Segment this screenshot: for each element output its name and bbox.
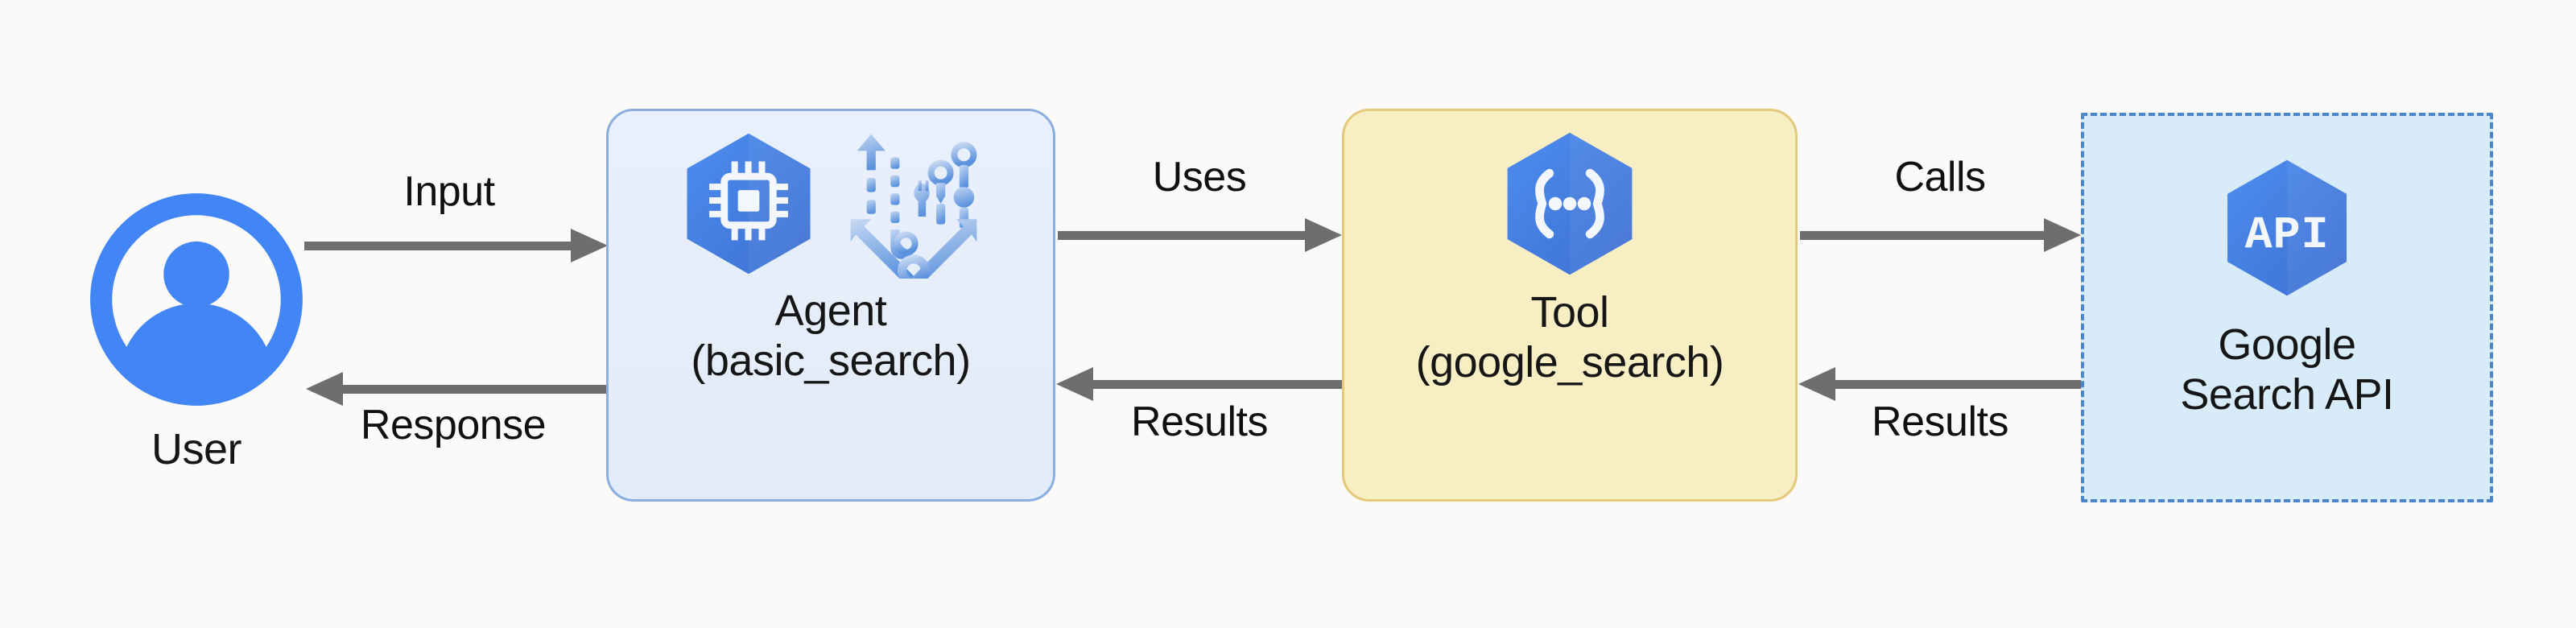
edge-shaft <box>1093 380 1342 389</box>
arrowhead-right-icon <box>1305 218 1342 252</box>
tool-icon-row <box>1497 129 1642 282</box>
api-hexagon-icon: API <box>2218 155 2356 304</box>
edge-shaft <box>304 242 571 250</box>
edge-label-calls: Calls <box>1894 154 1986 200</box>
node-agent[interactable]: Agent (basic_search) <box>606 109 1055 502</box>
arrowhead-right-icon <box>2044 218 2081 252</box>
edge-shaft <box>1800 231 2044 240</box>
arrowhead-left-icon <box>306 372 343 406</box>
edge-shaft <box>1058 231 1305 240</box>
api-icon-row: API <box>2218 153 2356 306</box>
edge-label-input: Input <box>403 168 495 215</box>
code-brackets-hexagon-icon <box>1497 128 1642 283</box>
edge-label-results-api: Results <box>1872 399 2008 445</box>
edge-label-uses: Uses <box>1152 154 1247 200</box>
user-avatar-icon <box>87 190 306 413</box>
edge-label-response: Response <box>360 402 547 448</box>
pipeline-orchestration-icon <box>843 129 985 287</box>
edge-shaft <box>1835 380 2081 389</box>
node-user-label: User <box>151 425 242 473</box>
agent-icon-row <box>677 129 985 287</box>
edge-label-results-tool: Results <box>1131 399 1268 445</box>
node-tool-label: Tool (google_search) <box>1415 288 1724 386</box>
arrowhead-right-icon <box>571 229 608 262</box>
api-hexagon-icon-text: API <box>2245 210 2330 262</box>
node-tool[interactable]: Tool (google_search) <box>1342 109 1798 502</box>
node-google-search-api[interactable]: API Google Search API <box>2081 113 2493 502</box>
cpu-chip-hexagon-icon <box>677 129 820 283</box>
arrowhead-left-icon <box>1798 367 1835 401</box>
edge-shaft <box>343 385 608 394</box>
arrowhead-left-icon <box>1056 367 1093 401</box>
node-agent-label: Agent (basic_search) <box>691 287 971 385</box>
node-user[interactable]: User <box>84 190 309 474</box>
node-api-label: Google Search API <box>2180 320 2394 419</box>
